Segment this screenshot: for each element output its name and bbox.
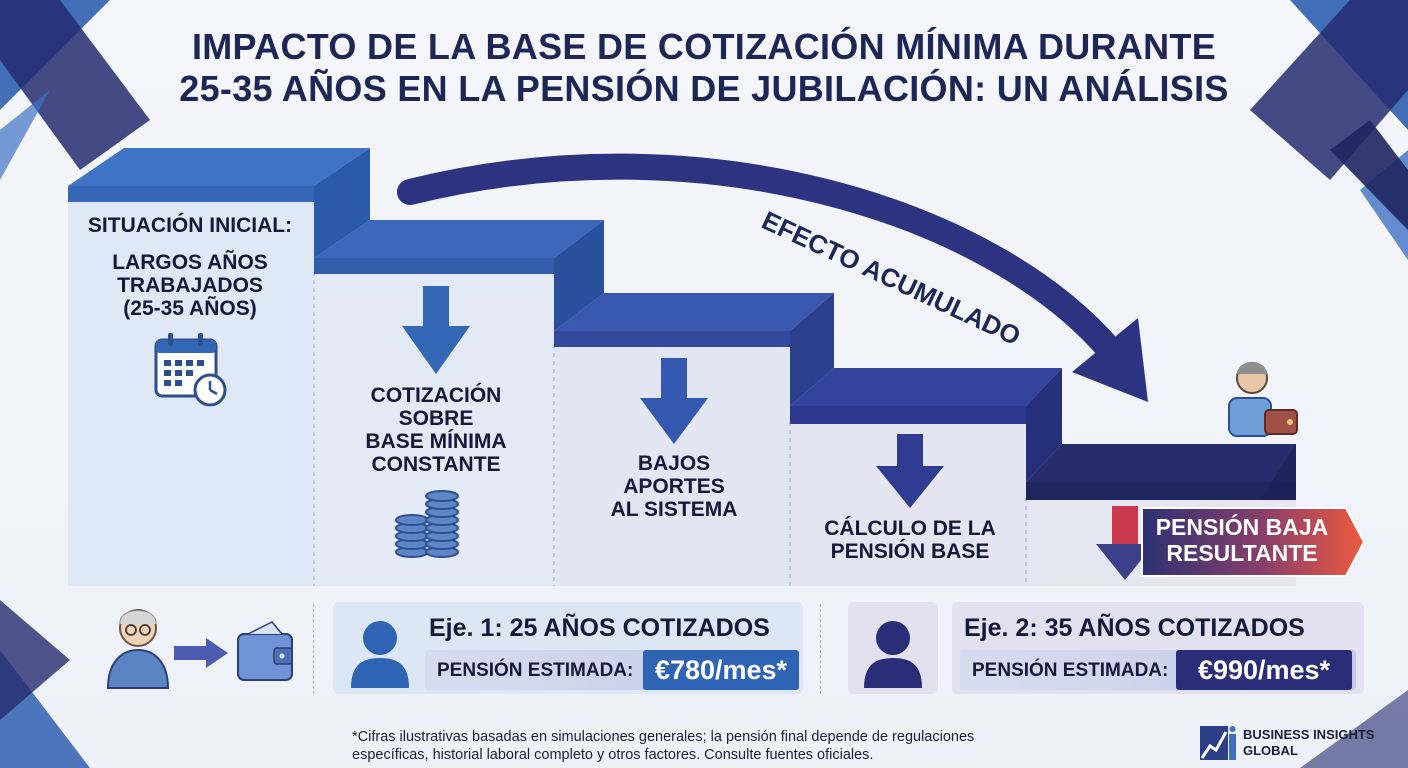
step-2-line: CONSTANTE [371,453,501,476]
down-arrow-icon [876,434,944,508]
step-4-top [790,368,1062,406]
down-arrow-icon [640,358,708,444]
logo-line-1: BUSINESS INSIGHTS [1243,727,1375,742]
step-2-line: BASE MÍNIMA [365,430,507,453]
step-5-band [1026,482,1296,500]
step-1-band [68,186,314,202]
step-2-label: COTIZACIÓN SOBRE BASE MÍNIMA CONSTANTE [318,384,554,476]
example-2-heading: Eje. 2: 35 AÑOS COTIZADOS [964,614,1305,642]
step-4-band [790,406,1026,424]
step-2-top [314,220,604,258]
divider [820,604,821,694]
step-1-line: TRABAJADOS [117,274,263,297]
example-1-pension-value: €780/mes* [643,650,799,690]
step-4-line: CÁLCULO DE LA [824,517,996,540]
step-3-label: BAJOS APORTES AL SISTEMA [556,452,792,521]
step-2-line: SOBRE [398,407,474,430]
result-badge: PENSIÓN BAJA RESULTANTE [1142,506,1364,578]
step-1-label: SITUACIÓN INICIAL: LARGOS AÑOS TRABAJADO… [72,214,308,320]
divider [313,604,314,694]
example-2-pension-label: PENSIÓN ESTIMADA: [972,660,1169,681]
example-2-card [848,602,938,694]
step-1-line: (25-35 AÑOS) [123,297,257,320]
down-arrow-icon [402,286,470,374]
example-1-pension-bar: PENSIÓN ESTIMADA: €780/mes* [425,650,799,690]
logo-line-2: GLOBAL [1243,743,1298,758]
retiree-wallet-icon [1228,362,1298,437]
example-2-content: Eje. 2: 35 AÑOS COTIZADOS PENSIÓN ESTIMA… [952,602,1364,694]
step-3-top [554,293,834,331]
logo-text: BUSINESS INSIGHTS GLOBAL [1243,727,1374,759]
cumulative-effect-arrowhead [1072,318,1148,402]
footnote: *Cifras ilustrativas basadas en simulaci… [352,728,974,764]
step-3-band [554,331,790,347]
footnote-line-1: *Cifras ilustrativas basadas en simulaci… [352,729,975,745]
step-2-band [314,258,554,274]
step-1-top [68,148,370,186]
result-down-arrow-icon [1096,506,1154,580]
example-1-card: Eje. 1: 25 AÑOS COTIZADOS PENSIÓN ESTIMA… [333,602,803,694]
step-2-side [554,220,604,331]
step-5-side [1260,444,1296,500]
example-1-heading: Eje. 1: 25 AÑOS COTIZADOS [429,614,770,642]
cumulative-effect-arrow [397,153,1123,363]
step-3-side [790,293,834,406]
step-1-side [314,148,370,258]
step-3-line: APORTES [623,475,725,498]
step-1-line: LARGOS AÑOS [112,251,268,274]
step-2-line: COTIZACIÓN [370,384,502,407]
step-1-heading: SITUACIÓN INICIAL: [87,214,293,237]
example-2-pension-bar: PENSIÓN ESTIMADA: €990/mes* [960,650,1356,690]
footnote-line-2: específicas, historial laboral completo … [352,747,874,763]
result-line-1: PENSIÓN BAJA [1155,514,1329,540]
title-line-1: IMPACTO DE LA BASE DE COTIZACIÓN MÍNIMA … [191,26,1217,67]
coin-stack-icon [395,490,459,558]
person-icon [864,621,922,688]
example-2-pension-value: €990/mes* [1176,650,1352,690]
step-3-line: AL SISTEMA [610,498,738,521]
person-icon [351,621,409,688]
step-4-label: CÁLCULO DE LA PENSIÓN BASE [790,517,1030,563]
title-line-2: 25-35 AÑOS EN LA PENSIÓN DE JUBILACIÓN: … [179,68,1229,109]
step-5-top [1026,444,1296,482]
page-title: IMPACTO DE LA BASE DE COTIZACIÓN MÍNIMA … [0,26,1408,110]
step-3-line: BAJOS [637,452,711,475]
business-insights-logo-icon [1200,726,1236,760]
step-4-line: PENSIÓN BASE [830,540,990,563]
result-badge-shape [1141,507,1366,577]
result-line-2: RESULTANTE [1166,540,1318,566]
calendar-clock-icon [154,333,227,407]
example-1-pension-label: PENSIÓN ESTIMADA: [437,660,634,681]
